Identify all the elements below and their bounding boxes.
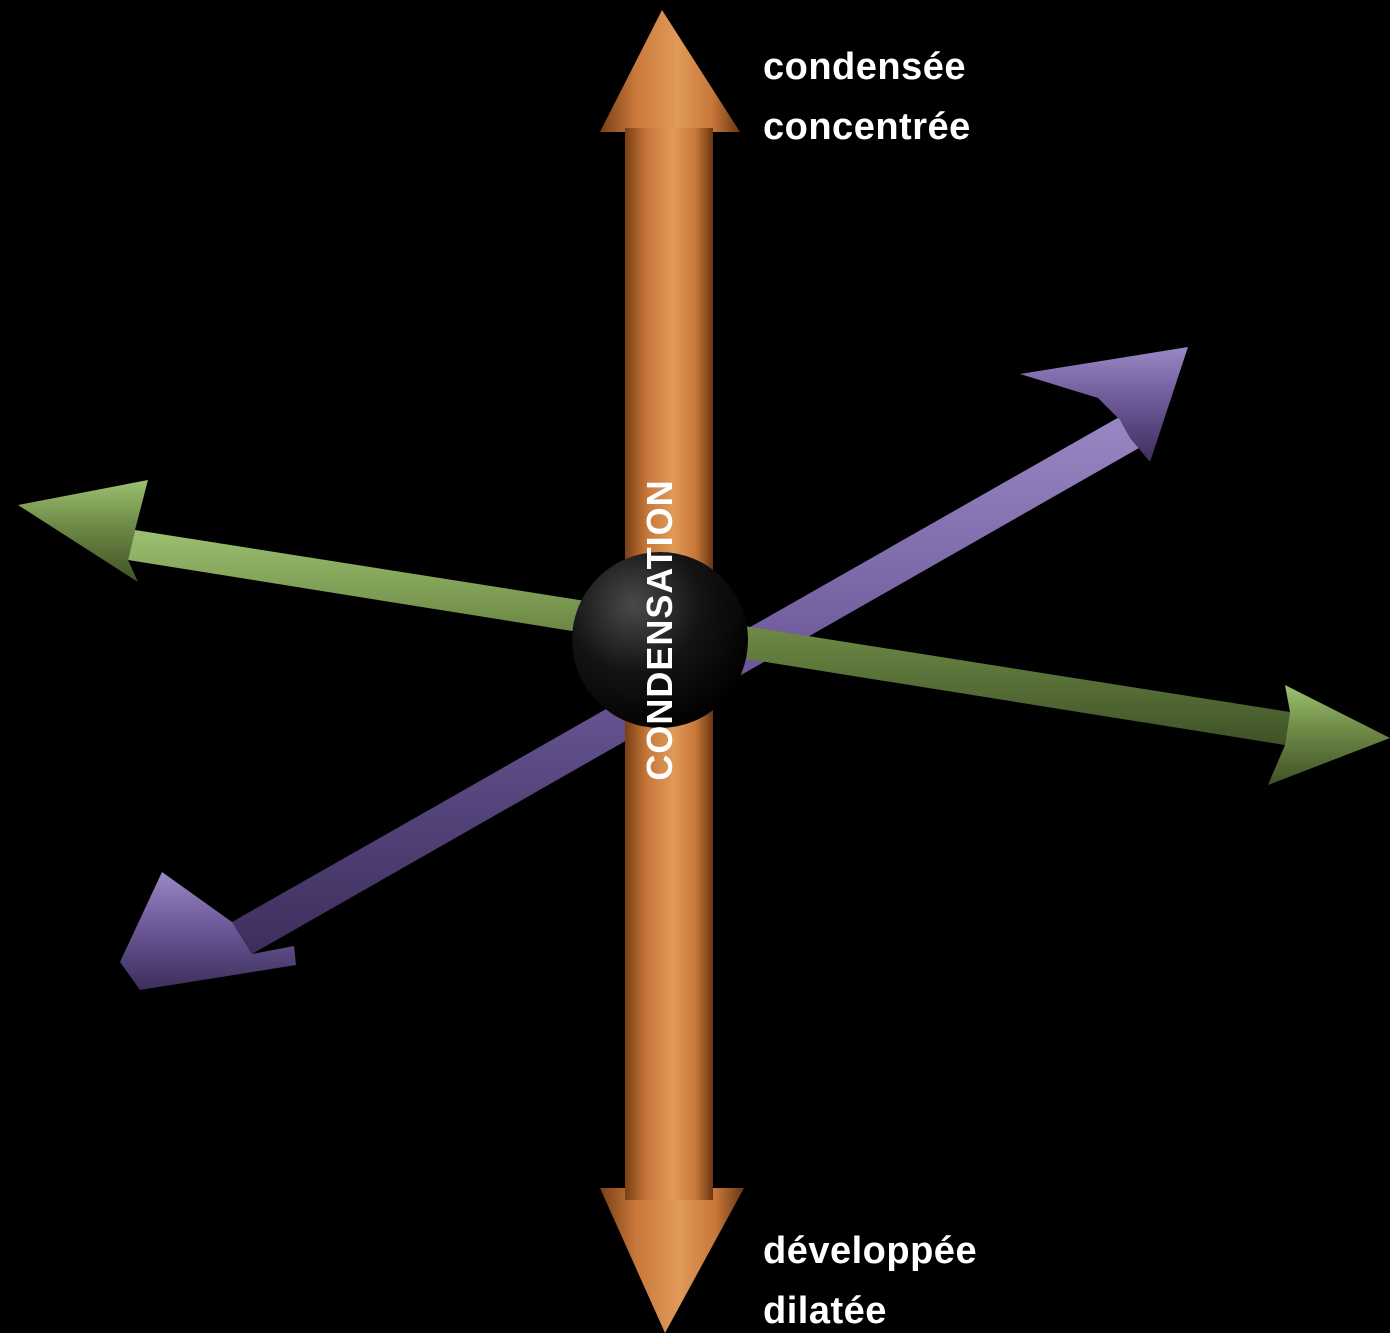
top-label-concentree: concentrée — [763, 106, 971, 148]
center-disc — [572, 552, 748, 728]
diagonal-arrow-head-upper — [1020, 347, 1188, 462]
horizontal-arrow-head-right — [1268, 685, 1390, 785]
vertical-arrow-head-bottom — [600, 1188, 744, 1333]
bottom-label-developpee: développée — [763, 1230, 978, 1272]
diagonal-arrow-head-lower — [120, 872, 296, 990]
vertical-arrow-head-top — [600, 10, 740, 132]
center-label: CONDENSATION — [639, 479, 680, 781]
top-label-condensee: condensée — [763, 46, 967, 88]
horizontal-arrow-head-left — [18, 480, 148, 582]
bottom-label-dilatee: dilatée — [763, 1290, 887, 1332]
